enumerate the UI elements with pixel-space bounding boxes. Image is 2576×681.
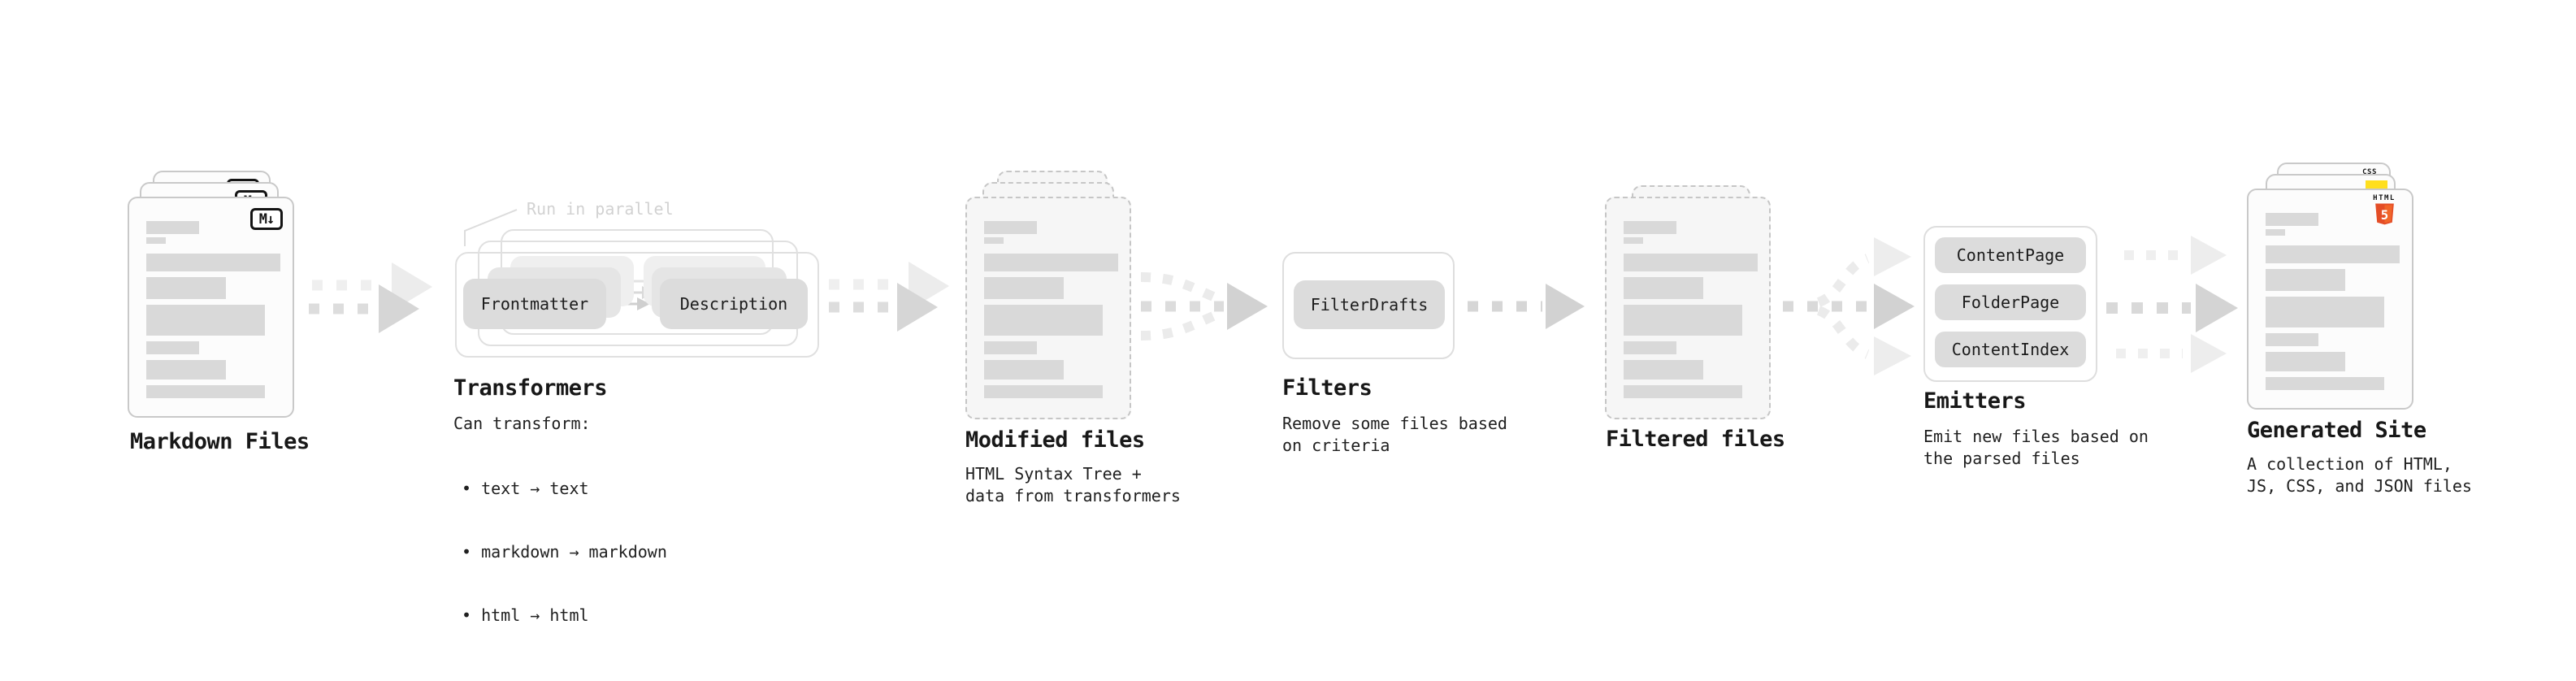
stage-label-filtered-files: Filtered files bbox=[1606, 427, 1785, 452]
markdown-icon: M↓ bbox=[250, 208, 283, 230]
markdown-file-card-front: M↓ bbox=[128, 197, 294, 418]
text-line-bar bbox=[146, 385, 265, 398]
arrow-emitters-to-site bbox=[2106, 236, 2238, 373]
text-line-bar bbox=[2266, 297, 2384, 327]
contentindex-pill: ContentIndex bbox=[1935, 332, 2086, 367]
text-lines bbox=[984, 221, 1118, 404]
text-lines bbox=[146, 221, 280, 404]
text-line-bar bbox=[146, 277, 226, 299]
stage-label-filters: Filters bbox=[1282, 375, 1373, 401]
svg-text:5: 5 bbox=[2380, 207, 2387, 223]
text-lines bbox=[2266, 213, 2400, 396]
filtered-file-card-front bbox=[1605, 197, 1771, 419]
bullet-item: • markdown → markdown bbox=[462, 542, 667, 562]
text-line-bar bbox=[146, 305, 265, 336]
text-line-bar bbox=[1624, 360, 1703, 380]
contentpage-pill: ContentPage bbox=[1935, 237, 2086, 273]
arrow-markdown-to-transformers bbox=[309, 262, 432, 333]
html5-shield: 5 bbox=[2374, 203, 2394, 225]
text-line-bar bbox=[1624, 254, 1758, 271]
filterdrafts-pill: FilterDrafts bbox=[1294, 280, 1445, 329]
text-line-bar bbox=[2266, 269, 2345, 291]
text-line-bar bbox=[984, 341, 1037, 354]
arrow-modified-to-filters bbox=[1140, 272, 1268, 340]
text-line-bar bbox=[2266, 245, 2400, 263]
text-line-bar bbox=[1624, 237, 1643, 244]
text-line-bar bbox=[146, 237, 166, 244]
bullet-item: • html → html bbox=[462, 605, 589, 625]
text-line-bar bbox=[1624, 305, 1742, 336]
text-line-bar bbox=[1624, 221, 1676, 234]
bullet-item: • text → text bbox=[462, 479, 589, 498]
text-line-bar bbox=[2266, 229, 2285, 236]
modified-files-caption: HTML Syntax Tree + data from transformer… bbox=[965, 464, 1181, 505]
stage-label-transformers: Transformers bbox=[453, 375, 608, 401]
transformers-bullet-list: • text → text • markdown → markdown • ht… bbox=[462, 436, 667, 668]
text-line-bar bbox=[2266, 333, 2318, 346]
transformers-caption-title: Can transform: bbox=[453, 414, 591, 433]
text-line-bar bbox=[984, 277, 1064, 299]
text-line-bar bbox=[146, 360, 226, 380]
description-pill: Description bbox=[660, 279, 808, 329]
arrow-filtered-to-emitters bbox=[1783, 237, 1915, 375]
text-line-bar bbox=[1624, 385, 1742, 398]
stage-label-modified-files: Modified files bbox=[965, 427, 1145, 453]
text-line-bar bbox=[984, 305, 1103, 336]
text-line-bar bbox=[2266, 352, 2345, 371]
emitters-caption: Emit new files based on the parsed files bbox=[1923, 427, 2149, 468]
modified-file-card-front bbox=[965, 197, 1131, 419]
filters-caption: Remove some files based on criteria bbox=[1282, 414, 1507, 455]
text-line-bar bbox=[1624, 277, 1703, 299]
text-line-bar bbox=[984, 221, 1037, 234]
text-line-bar bbox=[146, 254, 280, 271]
text-line-bar bbox=[1624, 341, 1676, 354]
text-lines bbox=[1624, 221, 1758, 404]
text-line-bar bbox=[146, 341, 199, 354]
stage-label-generated-site: Generated Site bbox=[2247, 418, 2426, 443]
folderpage-pill: FolderPage bbox=[1935, 284, 2086, 320]
frontmatter-pill: Frontmatter bbox=[463, 279, 606, 329]
text-line-bar bbox=[984, 360, 1064, 380]
site-file-card-front: HTML 5 bbox=[2247, 189, 2413, 410]
arrow-filters-to-filtered bbox=[1468, 284, 1585, 329]
transformer-card-front bbox=[455, 252, 819, 358]
html5-icon: HTML 5 bbox=[2366, 194, 2402, 226]
text-line-bar bbox=[2266, 377, 2384, 390]
stage-label-markdown-files: Markdown Files bbox=[130, 429, 310, 454]
run-in-parallel-annotation: Run in parallel bbox=[527, 199, 674, 219]
text-line-bar bbox=[2266, 213, 2318, 226]
text-line-bar bbox=[984, 254, 1118, 271]
text-line-bar bbox=[146, 221, 199, 234]
generated-site-caption: A collection of HTML, JS, CSS, and JSON … bbox=[2247, 454, 2472, 496]
text-line-bar bbox=[984, 385, 1103, 398]
stage-label-emitters: Emitters bbox=[1923, 388, 2027, 414]
arrow-transformers-to-modified bbox=[829, 262, 949, 332]
text-line-bar bbox=[984, 237, 1004, 244]
